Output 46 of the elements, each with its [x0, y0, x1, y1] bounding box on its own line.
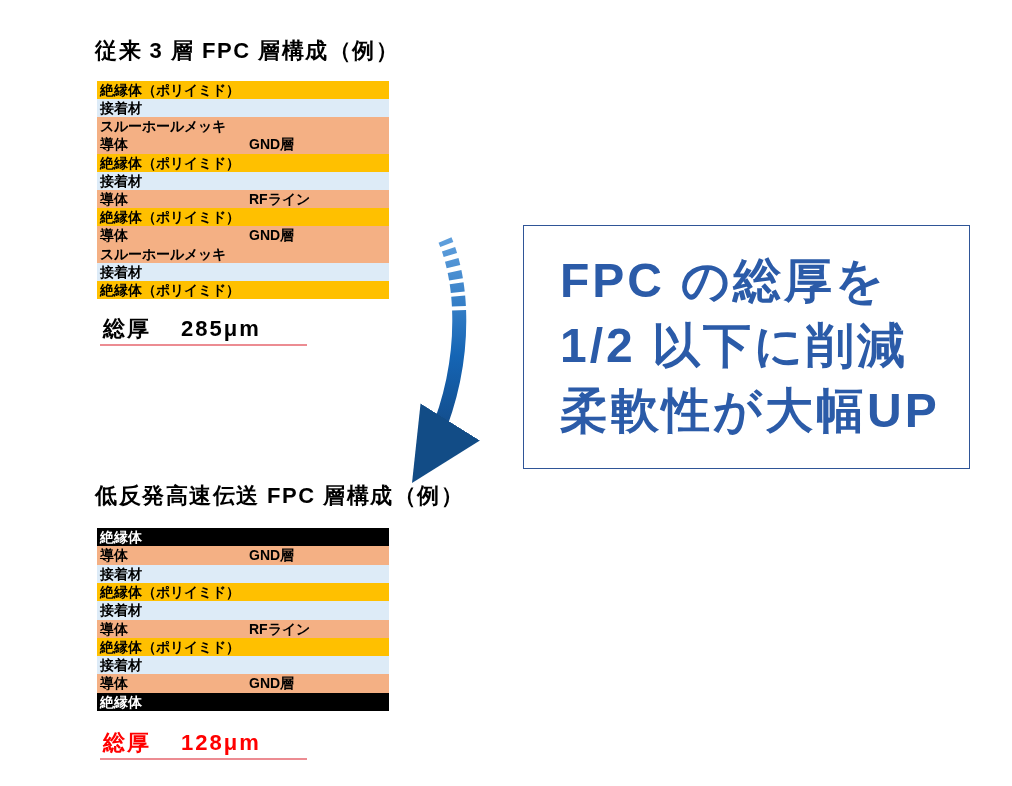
layer-label: 絶縁体（ポリイミド）	[100, 637, 240, 656]
callout-text: FPC の総厚を1/2 以下に削減	[560, 253, 910, 374]
layer-label: 接着材	[100, 656, 142, 675]
layer-band	[97, 117, 389, 154]
layer-label: GND層	[249, 546, 295, 565]
layer-label: 接着材	[100, 171, 142, 190]
layer-label: GND層	[249, 674, 295, 693]
layer-label: 接着材	[100, 601, 142, 620]
layer-label: 絶縁体（ポリイミド）	[100, 280, 240, 299]
stack-heading: 低反発高速伝送 FPC 層構成（例）	[95, 483, 465, 509]
stack-heading: 従来 3 層 FPC 層構成（例）	[95, 38, 400, 64]
layer-band	[97, 656, 389, 675]
layer-label: 絶縁体	[100, 528, 142, 546]
layer-label: 絶縁体	[100, 692, 142, 711]
layer-label: 絶縁体（ポリイミド）	[100, 153, 240, 172]
layer-label: 導体	[100, 226, 128, 245]
layer-band	[97, 190, 389, 209]
layer-band	[97, 226, 389, 263]
layer-label: 導体	[100, 674, 128, 693]
layer-label: スルーホールメッキ	[100, 244, 226, 263]
layer-label: 接着材	[100, 262, 142, 281]
layer-band	[97, 81, 389, 100]
layer-label: RFライン	[249, 619, 310, 638]
layer-label: スルーホールメッキ	[100, 117, 226, 136]
total-thickness-label: 総厚 285μm	[100, 314, 307, 346]
layer-band	[97, 601, 389, 620]
layer-label: GND層	[249, 135, 295, 154]
layer-label: 絶縁体（ポリイミド）	[100, 208, 240, 227]
callout-text: 柔軟性が大幅UP	[560, 383, 941, 439]
callout-box	[523, 225, 970, 469]
layer-label: 導体	[100, 190, 128, 208]
layer-label: 絶縁体（ポリイミド）	[100, 582, 240, 601]
layer-label: RFライン	[249, 190, 310, 208]
layer-label: 導体	[100, 619, 128, 638]
layer-band	[97, 674, 389, 693]
layer-label: 接着材	[100, 564, 142, 583]
layer-label: 導体	[100, 135, 128, 154]
layer-band	[97, 99, 389, 118]
layer-label: 導体	[100, 546, 128, 565]
layer-band	[97, 208, 389, 227]
layer-band	[97, 528, 389, 547]
layer-band	[97, 546, 389, 565]
layer-label: GND層	[249, 226, 295, 245]
layer-label: 絶縁体（ポリイミド）	[100, 81, 240, 99]
total-thickness-label: 総厚 128μm	[100, 728, 307, 760]
layer-label: 接着材	[100, 99, 142, 118]
